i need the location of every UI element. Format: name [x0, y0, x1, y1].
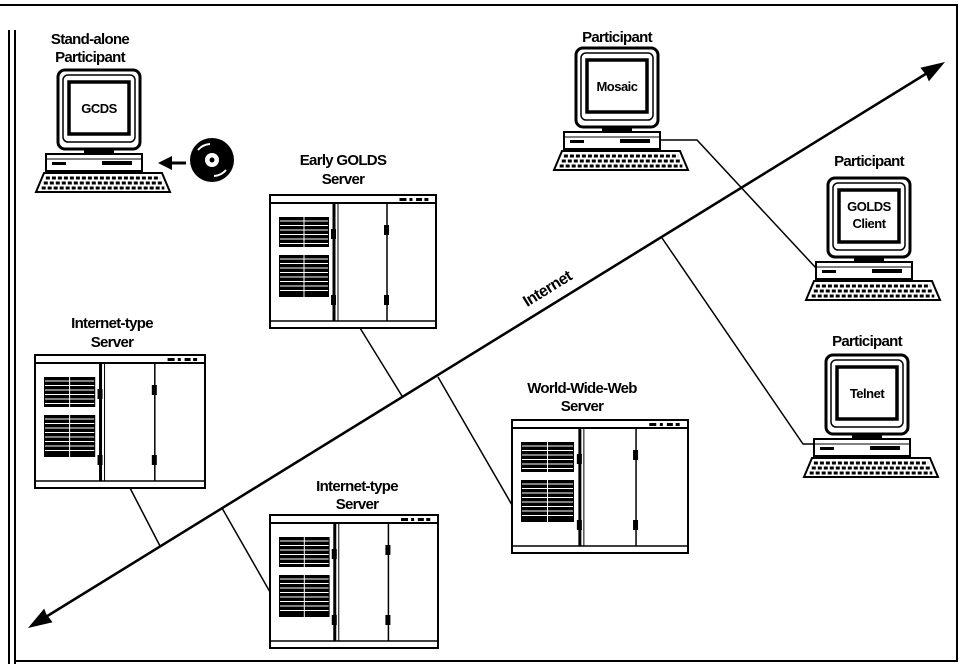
status-light — [660, 423, 663, 426]
screen-text: GCDS — [81, 101, 117, 116]
internet-type-server-left-label-line-2: Server — [91, 334, 134, 351]
internet-type-server-bottom-label-line-1: Internet-type — [316, 478, 398, 495]
world-wide-web-server: World-Wide-Web Server — [512, 380, 688, 553]
power-switch — [820, 447, 834, 450]
internet-type-server-left: Internet-type Server — [35, 315, 205, 488]
door-handle — [98, 455, 103, 465]
early-golds-server: Early GOLDS Server — [270, 152, 436, 328]
cd-arrow-head — [158, 156, 172, 170]
door-handle — [332, 615, 337, 625]
participant-golds-client-label: Participant — [834, 153, 905, 170]
door-handle — [633, 520, 638, 530]
status-light — [676, 423, 680, 426]
participant-golds-client: Participant GOLDS Client — [806, 153, 940, 300]
screen-text-line-2: Client — [852, 216, 886, 231]
disk-drive-slot — [620, 139, 650, 143]
connection-line-early-golds-server — [360, 328, 402, 396]
power-switch — [822, 270, 836, 273]
status-light — [667, 423, 673, 426]
world-wide-web-server-label-line-1: World-Wide-Web — [527, 380, 637, 397]
door-handle — [332, 549, 337, 559]
standalone-participant-label-line-2: Participant — [55, 49, 126, 66]
status-light — [426, 518, 430, 521]
connections — [130, 140, 816, 592]
disk-drive-slot — [102, 161, 132, 165]
early-golds-server-label-line-2: Server — [322, 171, 365, 188]
door-handle — [384, 295, 389, 305]
arrowhead-up-right — [920, 62, 945, 81]
status-light — [649, 423, 656, 426]
cd-insert-arrow-icon — [158, 156, 186, 170]
status-light — [178, 358, 181, 361]
door-handle — [385, 615, 390, 625]
arrowhead-down-left — [28, 609, 53, 628]
power-switch — [52, 162, 66, 165]
figure-frame — [0, 5, 958, 664]
standalone-participant-label-line-1: Stand-alone — [51, 31, 129, 48]
connection-line-internet-server-left — [130, 488, 160, 546]
internet-label: Internet — [520, 267, 576, 310]
participant-mosaic: Participant Mosaic — [554, 29, 688, 170]
server-cabinet-icon — [270, 515, 438, 648]
door-handle — [384, 225, 389, 235]
screen-text: Telnet — [850, 386, 885, 401]
server-cabinet-icon — [270, 195, 436, 328]
workstation-icon — [804, 355, 938, 477]
door-handle — [331, 295, 336, 305]
internet-backbone: Internet — [28, 62, 945, 628]
internet-line — [36, 67, 937, 623]
screen-text: Mosaic — [596, 79, 637, 94]
status-light — [416, 198, 422, 201]
door-handle — [152, 455, 157, 465]
cd-rom-icon — [190, 138, 234, 182]
status-light — [401, 518, 408, 521]
status-light — [185, 358, 191, 361]
participant-telnet-label: Participant — [832, 333, 903, 350]
power-switch — [570, 140, 584, 143]
status-light — [168, 358, 175, 361]
status-light — [418, 518, 424, 521]
participant-mosaic-label: Participant — [582, 29, 653, 46]
status-light — [424, 198, 428, 201]
participant-telnet: Participant Telnet — [804, 333, 938, 477]
status-light — [409, 198, 412, 201]
door-handle — [152, 385, 157, 395]
internet-type-server-bottom-label-line-2: Server — [336, 496, 379, 513]
door-handle — [577, 454, 582, 464]
connection-line-www-server — [438, 377, 512, 505]
standalone-participant: Stand-alone Participant GCDS — [36, 31, 234, 192]
door-handle — [331, 229, 336, 239]
disk-drive-slot — [870, 446, 900, 450]
workstation-icon — [806, 178, 940, 300]
cd-hole — [210, 158, 215, 163]
status-light — [411, 518, 414, 521]
screen-text-line-1: GOLDS — [847, 199, 892, 214]
server-cabinet-icon — [512, 420, 688, 553]
early-golds-server-label-line-1: Early GOLDS — [300, 152, 387, 169]
world-wide-web-server-label-line-2: Server — [561, 398, 604, 415]
door-handle — [577, 520, 582, 530]
connection-line-internet-server-bottom — [222, 508, 270, 592]
door-handle — [385, 545, 390, 555]
door-handle — [98, 389, 103, 399]
connection-line-telnet — [662, 238, 814, 444]
server-cabinet-icon — [35, 355, 205, 488]
status-light — [399, 198, 406, 201]
workstation-icon — [36, 70, 170, 192]
door-handle — [633, 450, 638, 460]
disk-drive-slot — [872, 269, 902, 273]
internet-type-server-bottom: Internet-type Server — [270, 478, 438, 648]
status-light — [193, 358, 197, 361]
workstation-icon — [554, 48, 688, 170]
internet-type-server-left-label-line-1: Internet-type — [71, 315, 153, 332]
